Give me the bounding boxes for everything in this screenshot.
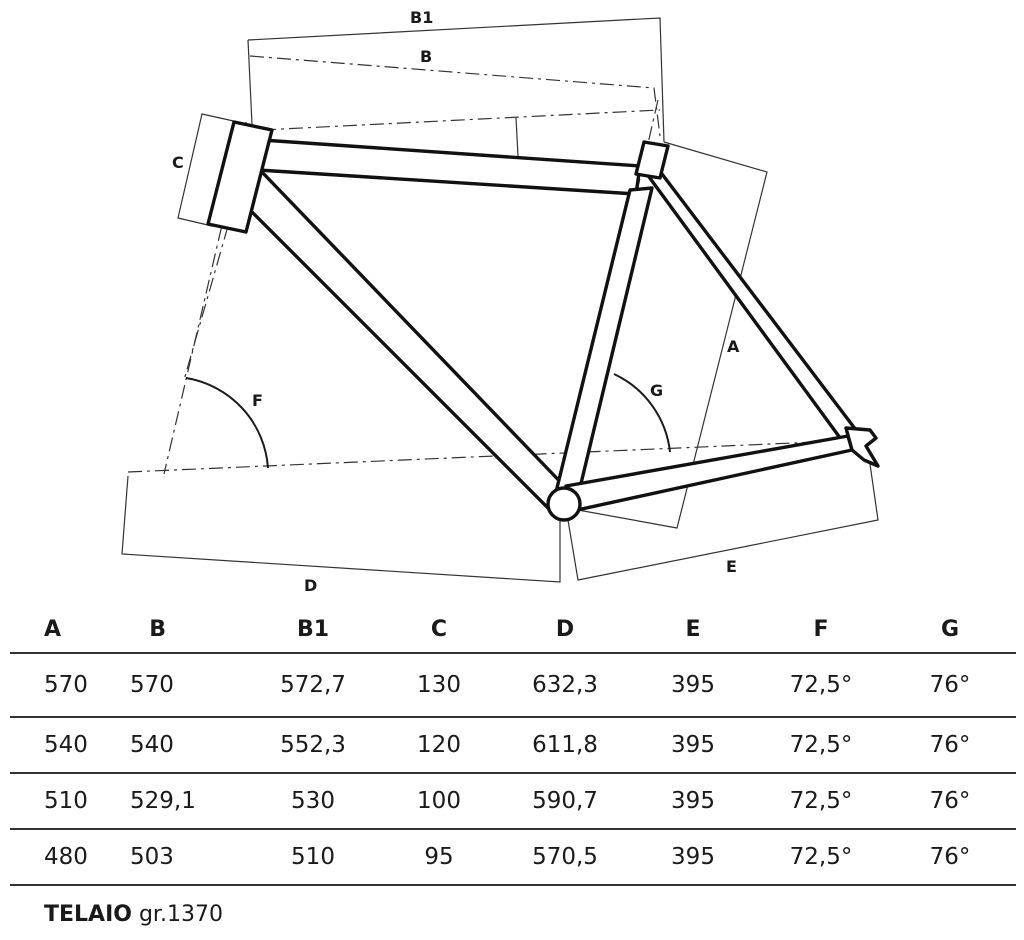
table-row: 570 570 572,7 130 632,3 395 72,5° 76° [10,653,1016,717]
cell-b: 570 [130,672,174,698]
cell-d: 570,5 [502,828,628,886]
frame-weight: gr.1370 [138,902,223,927]
cell-e: 395 [628,828,758,886]
seat-tube [554,186,654,498]
chain-stay [564,434,854,514]
column-header-d: D [502,606,628,654]
cell-b1: 552,3 [250,716,376,773]
cell-b1: 572,7 [280,672,346,698]
head-tube-axis-lower [183,225,229,381]
cell-g: 76° [929,672,971,698]
dimension-b1-box [247,17,665,143]
dimension-b-line [249,55,661,137]
cell-a: 540 [10,716,130,773]
label-f: F [252,391,263,410]
cell-b: 540 [130,716,250,773]
column-header-a: A [10,606,130,654]
top-tube [256,138,642,196]
label-g: G [650,381,663,400]
label-c: C [172,153,184,172]
seat-stay [642,168,858,448]
cell-f: 72,5° [758,772,884,829]
dimension-a-box [577,141,768,529]
geometry-table: A B B1 C D E F G 570 570 572,7 130 632,3… [10,606,1016,886]
angle-g-arc [613,373,671,453]
table-row: 480 503 510 95 570,5 395 72,5° 76° [10,828,1016,886]
column-header-c: C [376,606,502,654]
label-d: D [304,576,317,595]
cell-g: 76° [884,716,1016,773]
rear-dropout [844,426,880,468]
seat-cluster [634,140,670,180]
frame-weight-note: TELAIO gr.1370 [44,902,223,927]
table-row: 510 529,1 530 100 590,7 395 72,5° 76° [10,772,1016,829]
column-header-b: B [130,606,250,654]
label-a: A [727,337,740,356]
frame-label: TELAIO [44,902,132,927]
dimension-d-box [121,475,561,583]
cell-f: 72,5° [758,716,884,773]
cell-d: 632,3 [532,672,598,698]
top-reference-line [261,109,661,131]
cell-d: 590,7 [502,772,628,829]
head-tube [206,120,274,234]
cell-e: 395 [628,716,758,773]
cell-c: 100 [376,772,502,829]
column-header-e: E [628,606,758,654]
cell-b: 503 [130,828,250,886]
cell-e: 395 [628,772,758,829]
cell-e: 395 [671,672,715,698]
column-header-b1: B1 [250,606,376,654]
cell-b1: 510 [250,828,376,886]
bottom-bracket [546,486,582,522]
cell-c: 95 [376,828,502,886]
frame-geometry-diagram: B1 B C A F G E D [121,8,880,595]
cell-c: 120 [376,716,502,773]
cell-a: 570 [44,672,88,698]
down-tube [242,168,574,514]
label-b: B [420,47,432,66]
cell-g: 76° [884,772,1016,829]
label-e: E [726,557,737,576]
cell-a: 510 [10,772,130,829]
column-header-g: G [884,606,1016,654]
table-row: 540 540 552,3 120 611,8 395 72,5° 76° [10,716,1016,773]
cell-b: 529,1 [130,772,250,829]
cell-b1: 530 [250,772,376,829]
cell-f: 72,5° [758,828,884,886]
dimension-b-tick [515,117,519,157]
cell-a: 480 [10,828,130,886]
dimension-e-box [567,449,879,581]
cell-f: 72,5° [789,672,853,698]
cell-d: 611,8 [502,716,628,773]
table-header-row: A B B1 C D E F G [10,606,1016,654]
cell-c: 130 [417,672,461,698]
column-header-f: F [758,606,884,654]
angle-f-arc [185,377,269,469]
cell-g: 76° [884,828,1016,886]
label-b1: B1 [410,8,433,27]
